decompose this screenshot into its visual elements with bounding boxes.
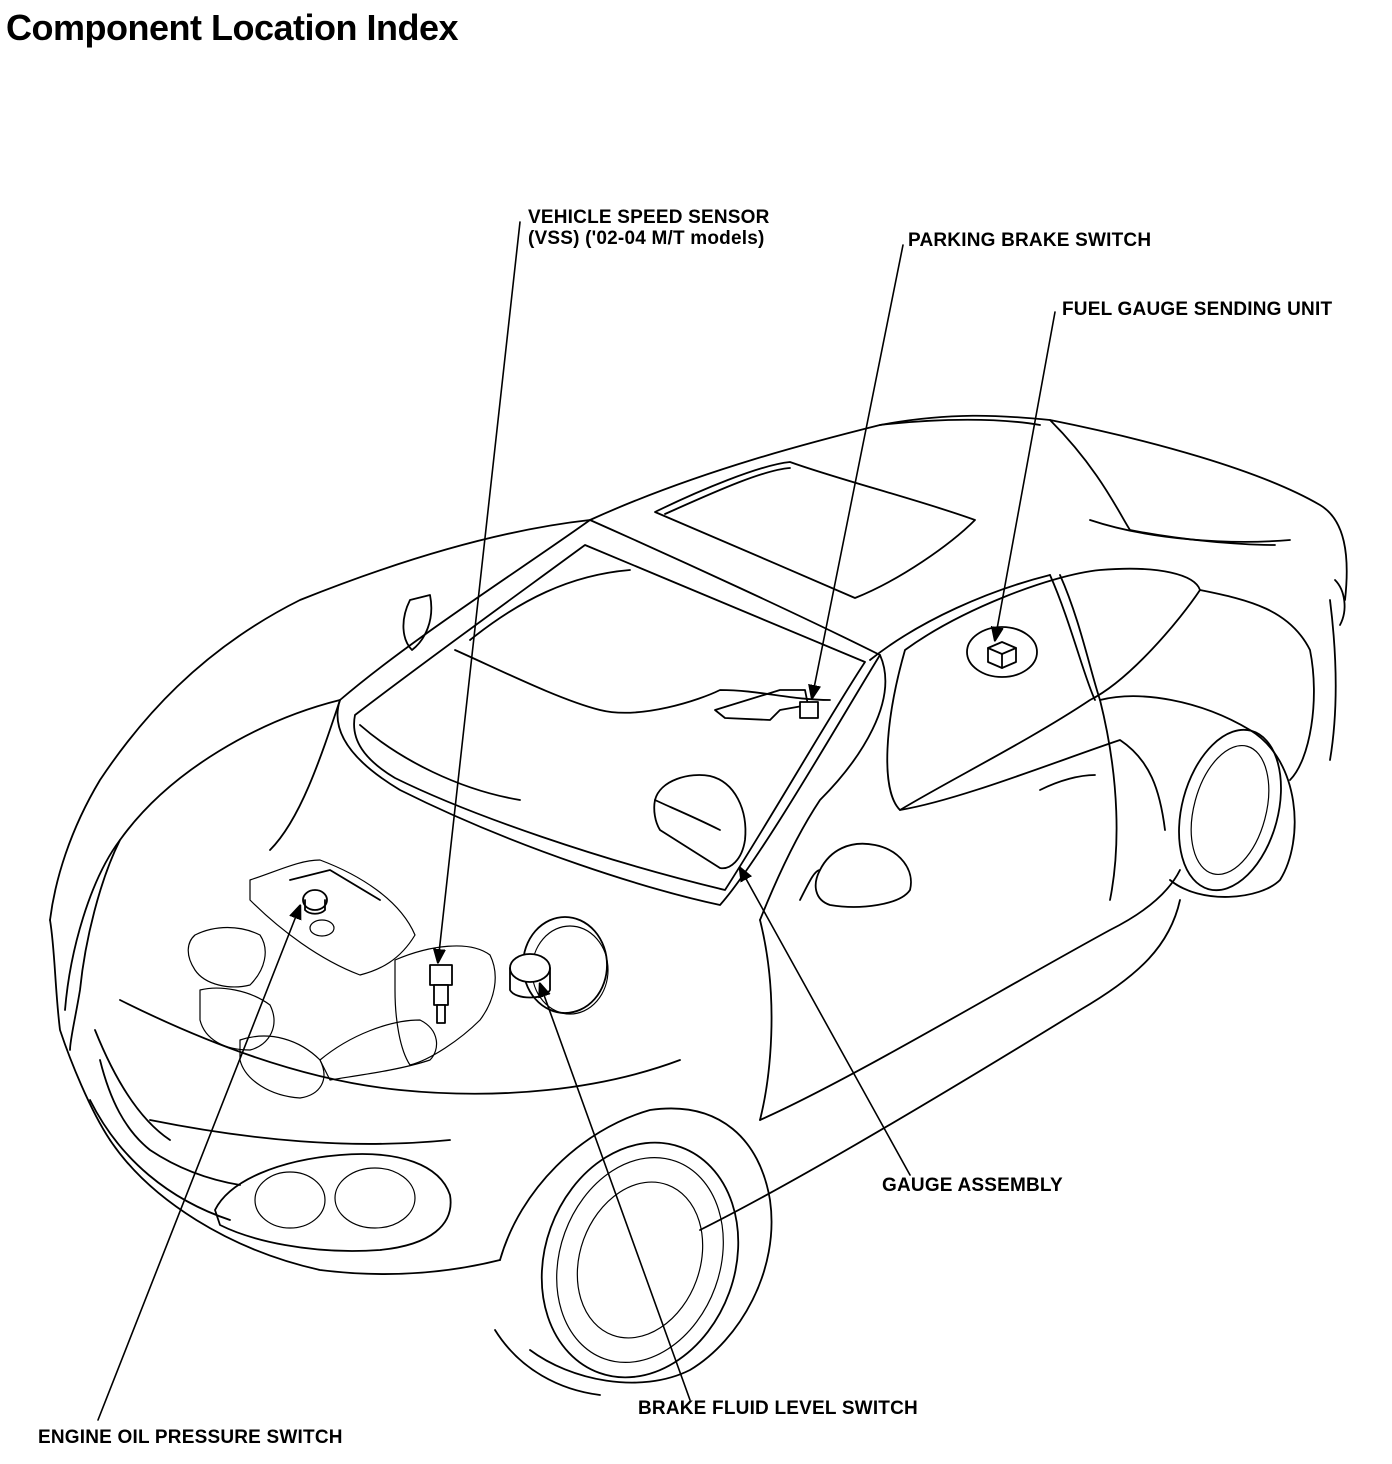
callout-parking-brake-switch: PARKING BRAKE SWITCH (908, 230, 1152, 251)
parking-brake-symbol (714, 689, 819, 721)
car-body (49, 414, 1348, 1396)
engine-oil-pressure-switch-symbol (302, 889, 328, 915)
callout-brake-fluid-level-switch: BRAKE FLUID LEVEL SWITCH (638, 1398, 918, 1419)
callout-gauge-assembly: GAUGE ASSEMBLY (882, 1175, 1063, 1196)
leader-fuel-gauge (995, 311, 1056, 640)
callout-vehicle-speed-sensor: VEHICLE SPEED SENSOR (VSS) ('02-04 M/T m… (528, 207, 770, 249)
brake-fluid-reservoir-symbol (509, 916, 609, 1015)
leader-parking-brake (812, 244, 904, 698)
page-title: Component Location Index (6, 7, 459, 48)
leader-lines (97, 221, 1056, 1421)
vss-label-line1: VEHICLE SPEED SENSOR (528, 207, 770, 228)
leader-gauge-assembly (740, 868, 911, 1176)
fuel-gauge-sending-unit-symbol (966, 626, 1038, 678)
vss-label-line2: (VSS) ('02-04 M/T models) (528, 228, 765, 249)
callout-engine-oil-pressure-switch: ENGINE OIL PRESSURE SWITCH (38, 1427, 343, 1448)
leader-brake-fluid (540, 984, 691, 1401)
callout-fuel-gauge-sending-unit: FUEL GAUGE SENDING UNIT (1062, 299, 1333, 320)
leader-engine-oil (97, 906, 300, 1421)
vehicle-speed-sensor-symbol (429, 964, 453, 1024)
leader-vss (438, 221, 521, 962)
gauge-assembly-symbol (653, 774, 747, 870)
